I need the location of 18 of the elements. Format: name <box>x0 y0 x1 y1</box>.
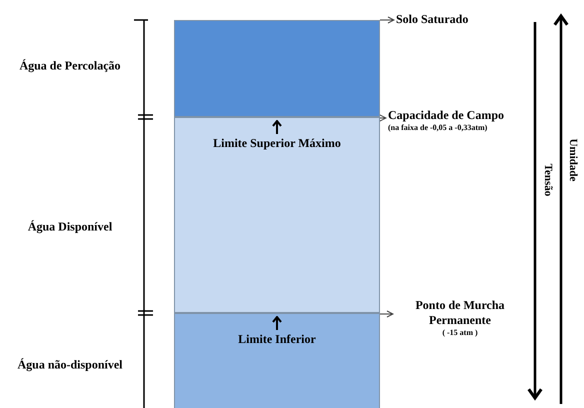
saturated-layer-band <box>174 20 380 117</box>
zone-label: Água de Percolação <box>19 58 121 74</box>
pressure-range-note: ( -15 atm ) <box>441 328 479 337</box>
level-label: Capacidade de Campo <box>388 108 506 123</box>
limit-label: Limite Inferior <box>237 332 317 347</box>
unavailable-water-band <box>174 313 380 408</box>
arrow <box>380 310 394 318</box>
arrow <box>380 16 394 24</box>
level-label: Ponto de Murcha Permanente <box>414 298 506 328</box>
axis-label: Umidade <box>567 138 579 182</box>
limit-label: Limite Superior Máximo <box>212 136 342 151</box>
zone-label: Água não-disponível <box>17 358 123 372</box>
zone-label: Água Disponível <box>28 220 112 234</box>
available-water-band <box>174 117 380 313</box>
arrow <box>380 114 386 122</box>
pressure-range-note: (na faixa de -0,05 a -0,33atm) <box>388 123 488 132</box>
axis-label: Tensão <box>542 164 554 196</box>
level-label: Solo Saturado <box>396 12 470 27</box>
